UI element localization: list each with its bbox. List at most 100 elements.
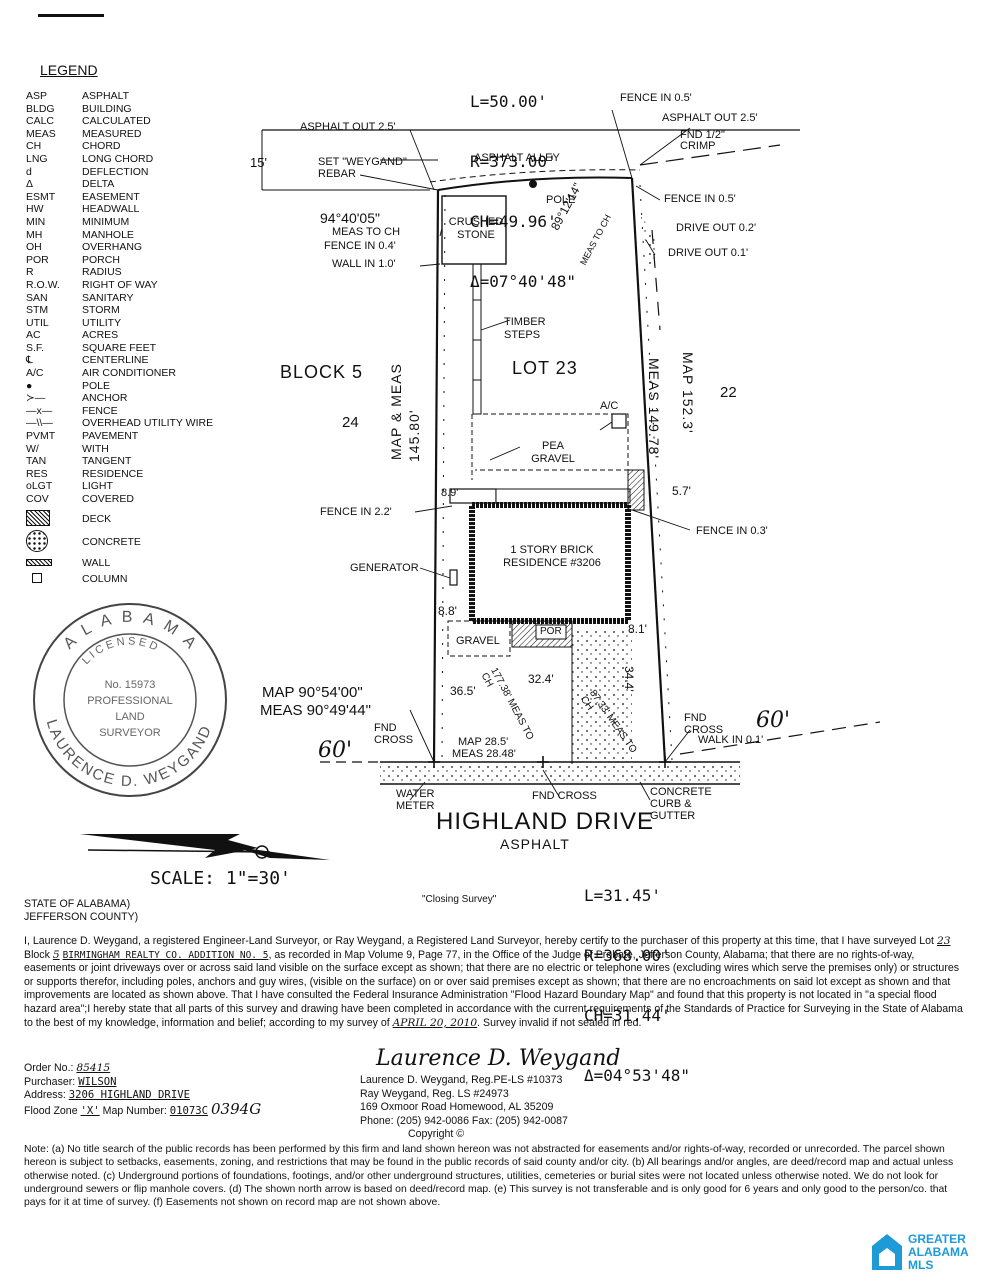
legend-abbr: A/C (26, 367, 44, 380)
legend-text: OVERHEAD UTILITY WIRE (82, 417, 214, 430)
label-drive-out-02: DRIVE OUT 0.2' (676, 222, 757, 234)
label-meas-to-ch-left: MEAS TO CH (332, 226, 401, 238)
map-number-value: 01073C (169, 1104, 209, 1117)
legend-abbr: COV (26, 493, 49, 505)
top-curve-line: L=50.00' (470, 92, 548, 111)
legend-abbr: R.O.W. (26, 278, 60, 291)
top-curve-line: CH=49.96' (470, 212, 557, 231)
legend-abbr: —x— (26, 404, 53, 417)
label-map-front: MAP 28.5' (458, 736, 509, 748)
legend-text: SANITARY (82, 291, 134, 304)
cert-text-2: Block (24, 948, 50, 961)
label-timber-steps: TIMBER STEPS (504, 316, 546, 341)
seal-surveyor: SURVEYOR (99, 727, 161, 739)
label-dim-15: 15' (250, 155, 267, 170)
label-row-left: 60' (318, 738, 353, 763)
legend-text: RADIUS (82, 266, 122, 279)
mls-watermark: GREATER ALABAMA MLS (870, 1232, 969, 1272)
label-ac: A/C (600, 400, 619, 412)
state-line: STATE OF ALABAMA) (24, 898, 131, 910)
legend-text: MANHOLE (82, 228, 134, 241)
cert-date: APRIL 20, 2010 (392, 1016, 478, 1029)
survey-notes: Note: (a) No title search of the public … (24, 1144, 954, 1209)
surveyor-line: Phone: (205) 942-0086 Fax: (205) 942-008… (360, 1114, 568, 1127)
top-curve-line: R=373.00' (470, 152, 557, 171)
mls-line: MLS (908, 1257, 934, 1272)
legend-abbr: ℄ (26, 354, 33, 367)
label-walk-in: WALK IN 0.1' (698, 734, 764, 746)
label-fence-in-04: FENCE IN 0.4' (324, 240, 396, 252)
legend-abbr: POR (26, 253, 49, 266)
cert-text-3: , as recorded in Map Volume 9, Page 77, … (24, 948, 963, 1029)
copyright: Copyright © (408, 1128, 465, 1141)
legend-abbr: UTIL (26, 316, 49, 329)
label-fnd-cross-right: FND CROSS (684, 712, 724, 736)
label-block: BLOCK 5 (280, 362, 364, 382)
label-fence-in-22: FENCE IN 2.2' (320, 506, 392, 518)
legend-abbr: oLGT (26, 480, 53, 493)
concrete-circle-icon (26, 529, 48, 552)
surveyor-info: Laurence D. Weygand, Reg.PE-LS #10373 Ra… (360, 1074, 568, 1142)
legend-text: MINIMUM (82, 215, 130, 228)
legend-abbr: MIN (26, 215, 46, 228)
label-residence: 1 STORY BRICK RESIDENCE #3206 (503, 544, 601, 569)
label-asphalt-out-right: ASPHALT OUT 2.5' (662, 112, 758, 124)
legend-text: AIR CONDITIONER (82, 367, 176, 380)
label-fnd-cross-left: FND CROSS (374, 722, 414, 746)
legend-abbr: ESMT (26, 190, 56, 203)
legend-text: ASPHALT (82, 90, 130, 102)
label-fnd-cross-bottom: FND CROSS (532, 790, 597, 802)
corner-mark (38, 14, 104, 17)
label-wall-in: WALL IN 1.0' (332, 258, 396, 270)
legend-text: PAVEMENT (82, 430, 139, 443)
legend-item: —x—FENCE (26, 405, 236, 418)
legend-text: CHORD (82, 140, 121, 153)
label-dim-324: 32.4' (528, 672, 554, 686)
surveyor-line: Laurence D. Weygand, Reg.PE-LS #10373 (360, 1074, 563, 1086)
purchaser-value: WILSON (78, 1075, 117, 1088)
mls-line: ALABAMA (908, 1244, 969, 1259)
bottom-curve-line: L=31.45' (584, 886, 662, 905)
label-por: POR (540, 626, 562, 637)
map-number-label: Map Number: (102, 1104, 167, 1117)
legend-abbr: CH (26, 140, 42, 153)
legend-item: CH CHORD (26, 140, 236, 153)
label-fence-in-03: FENCE IN 0.3' (696, 525, 768, 537)
legend-text: POLE (82, 379, 111, 392)
legend-text: SQUARE FEET (82, 341, 157, 354)
label-pole: POLE (546, 194, 576, 206)
label-asphalt-alley: ASPHALT ALLEY (474, 152, 560, 164)
label-map-right: MAP 152.3' (680, 352, 696, 434)
legend-text: OVERHANG (82, 241, 143, 254)
legend-abbr: CALC (26, 115, 55, 128)
address-label: Address: (24, 1089, 66, 1102)
label-set-rebar: SET "WEYGAND" REBAR (318, 156, 407, 180)
scale-label: SCALE: 1"=30' (150, 868, 291, 889)
seal-number: No. 15973 (105, 679, 156, 691)
legend-abbr: R (26, 266, 34, 279)
label-dim-365: 36.5' (450, 684, 476, 698)
state-county: STATE OF ALABAMA) JEFFERSON COUNTY) (24, 898, 138, 924)
surveyor-line: Ray Weygand, Reg. LS #24973 (360, 1087, 509, 1100)
legend-abbr: BLDG (26, 102, 55, 115)
label-water-meter: WATER METER (396, 788, 435, 812)
legend-item: ≻—ANCHOR (26, 392, 236, 405)
legend-text: STORM (82, 304, 120, 317)
mls-line: GREATER (908, 1231, 966, 1246)
label-dim-89: 8.9' (441, 487, 459, 499)
legend-abbr: W/ (26, 442, 39, 455)
cert-block: 5 (52, 948, 60, 961)
